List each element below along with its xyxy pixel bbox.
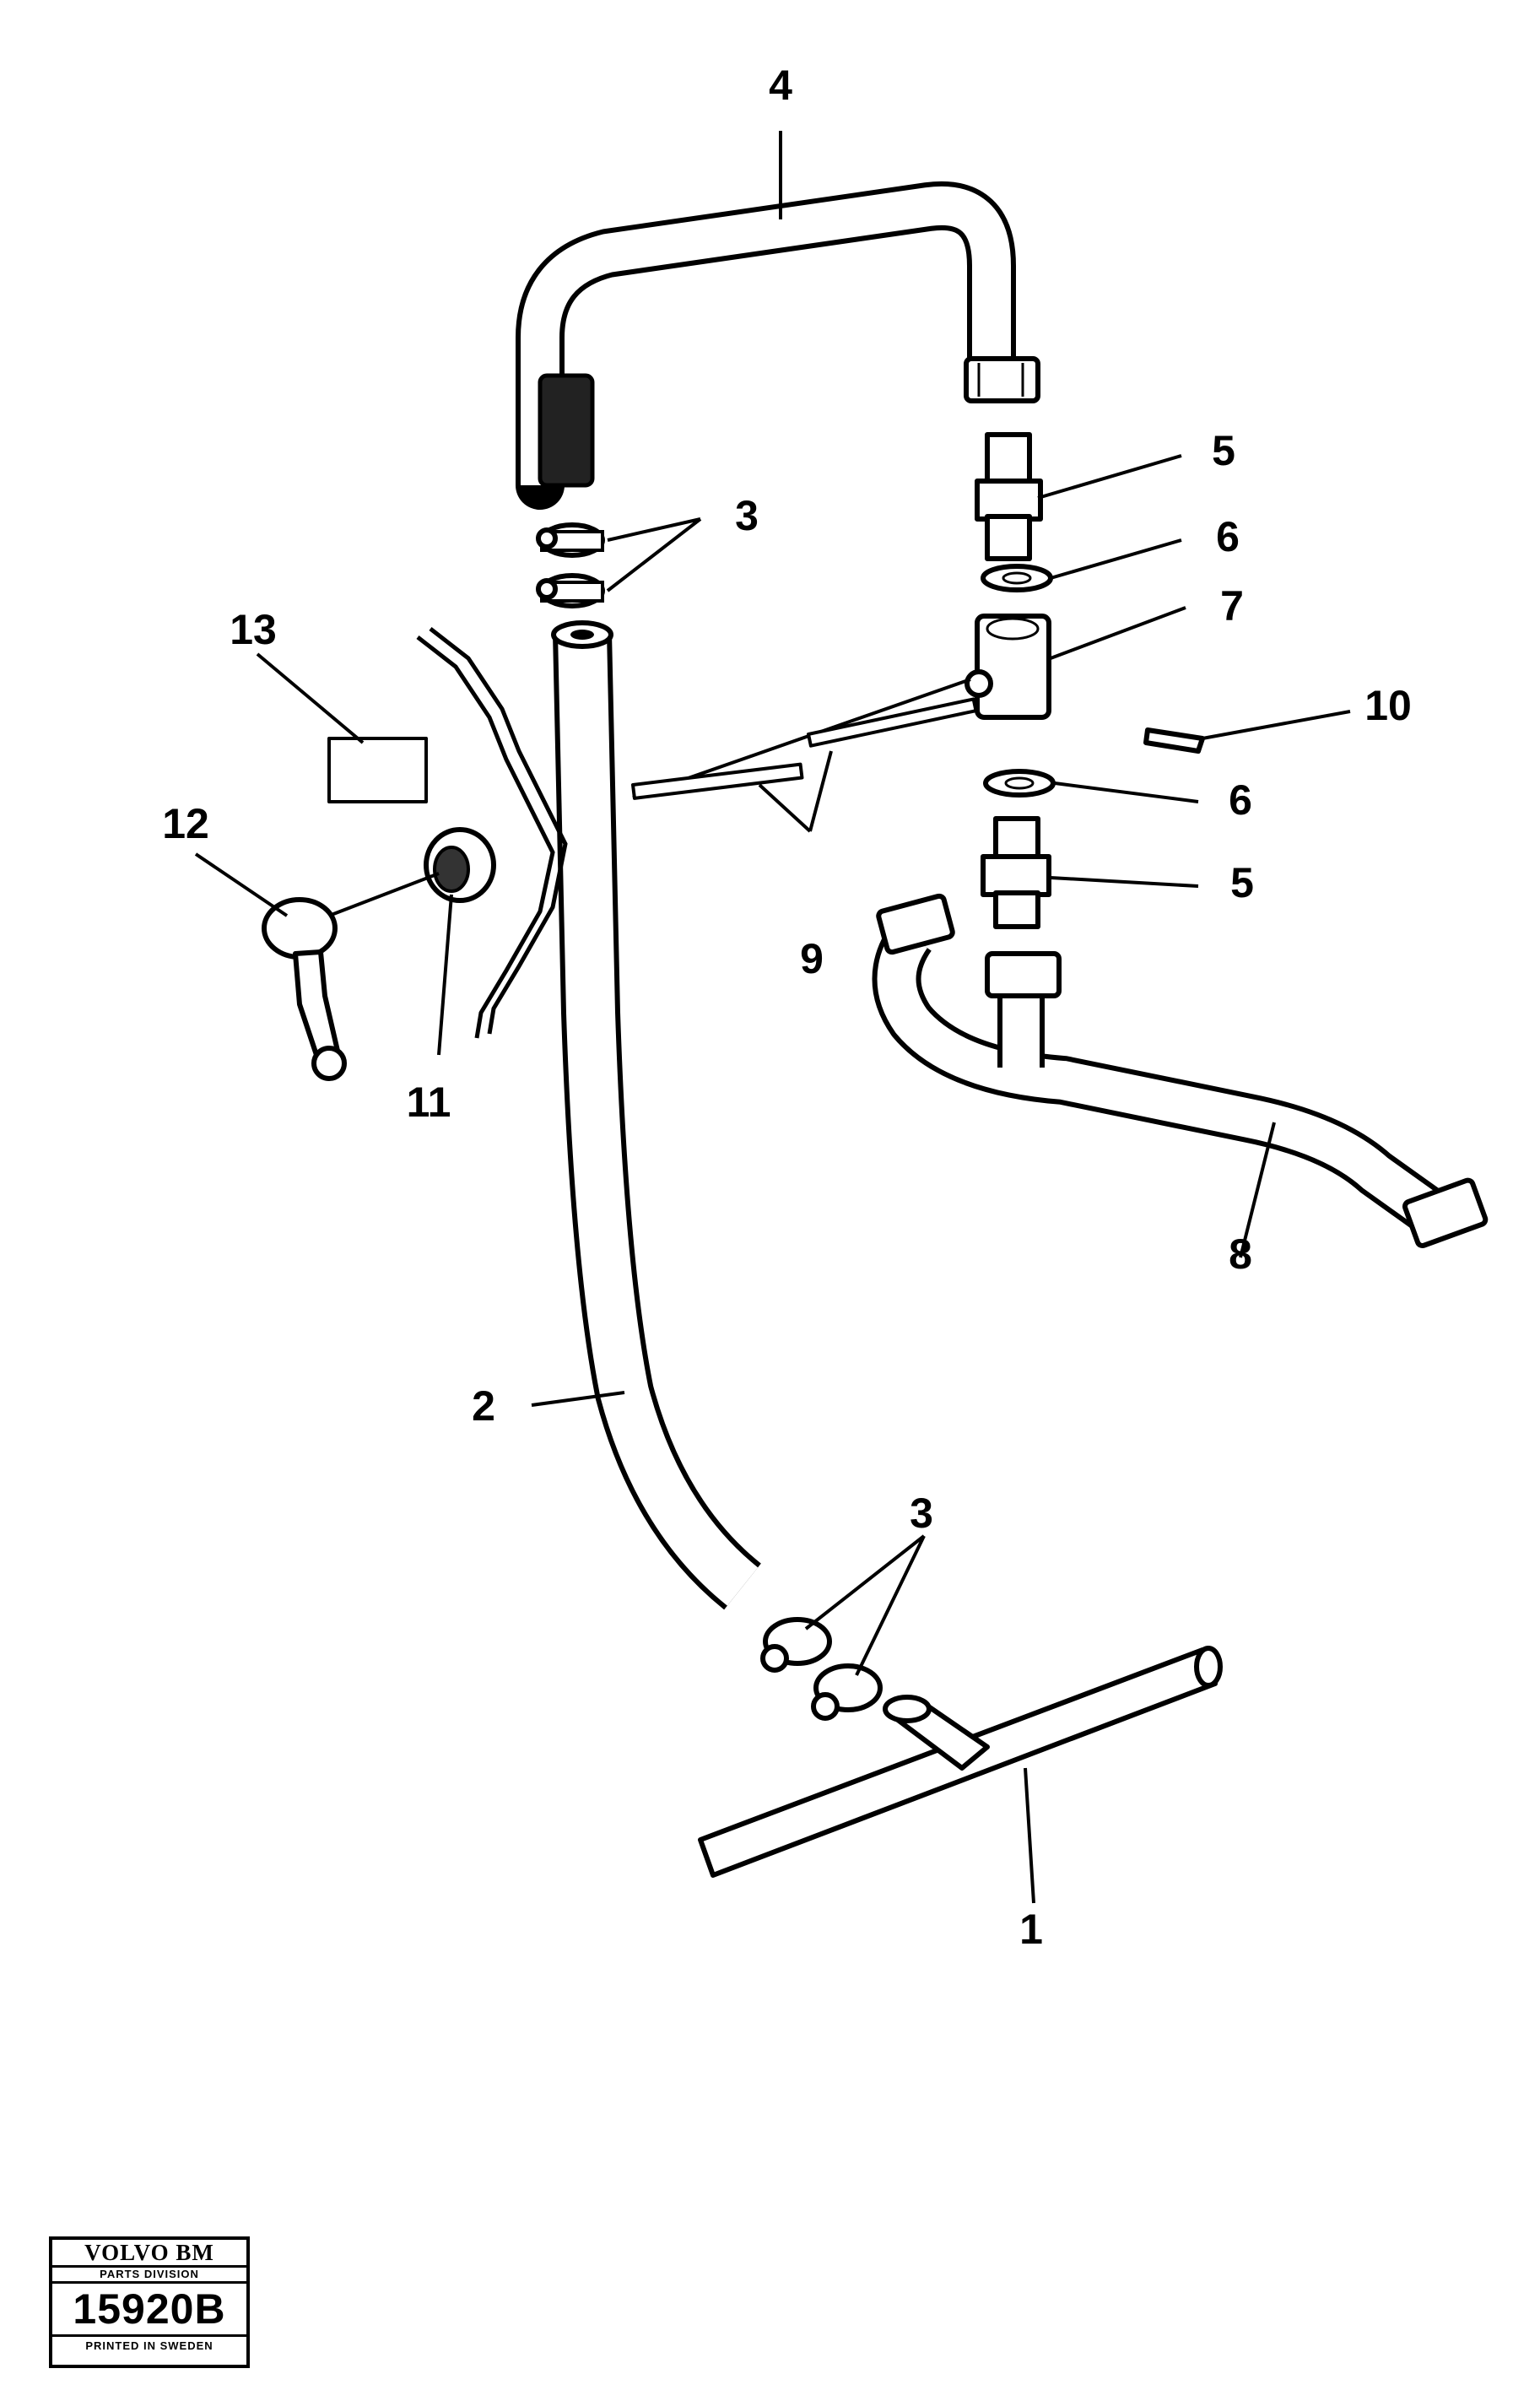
callout-5-top: 5	[1212, 427, 1235, 474]
stamp-number: 15920B	[52, 2284, 246, 2337]
part-3-hose-clamps-bottom	[760, 1617, 883, 1721]
panel-edge	[416, 627, 568, 1039]
part-13-label-plate	[327, 737, 428, 803]
callout-3-bottom: 3	[910, 1490, 933, 1537]
part-6-washer-top	[981, 564, 1053, 592]
part-6-washer-bottom	[983, 769, 1056, 798]
part-3-hose-clamps-top	[536, 522, 605, 608]
callout-3-top: 3	[735, 492, 759, 539]
volvo-bm-stamp: VOLVO BM PARTS DIVISION 15920B PRINTED I…	[49, 2236, 250, 2368]
leader-lines	[194, 131, 1351, 1904]
callout-2: 2	[472, 1382, 495, 1430]
callout-8: 8	[1229, 1230, 1252, 1278]
part-7-tee	[965, 614, 1051, 720]
stamp-brand: VOLVO BM	[52, 2240, 246, 2268]
part-9-rod	[631, 678, 978, 800]
callout-6-bottom: 6	[1229, 776, 1252, 824]
part-11-knob-nut	[424, 827, 496, 903]
part-10-pin	[1143, 727, 1205, 754]
stamp-footer: PRINTED IN SWEDEN	[85, 2339, 213, 2352]
callout-6-top: 6	[1216, 513, 1240, 560]
callout-1: 1	[1019, 1906, 1043, 1953]
part-1-pipe-with-spigot	[698, 1646, 1223, 1878]
stamp-division: PARTS DIVISION	[52, 2268, 246, 2284]
part-8-outlet-pipe	[872, 893, 1489, 1248]
callout-7: 7	[1220, 582, 1244, 630]
callout-labels: 4 3 5 6 7 10 6 5 9 8 2 3 1 13 12 11	[162, 62, 1412, 1953]
part-4-bent-pipe	[516, 181, 1040, 510]
callout-12: 12	[162, 800, 209, 847]
part-5-nipple-bottom	[981, 816, 1051, 929]
callout-5-bottom: 5	[1230, 859, 1254, 906]
part-2-hose	[551, 620, 762, 1610]
callout-11: 11	[407, 1079, 451, 1126]
part-12-handle	[262, 897, 347, 1081]
callout-4: 4	[769, 62, 792, 109]
part-5-nipple-top	[975, 432, 1043, 561]
callout-9: 9	[800, 935, 824, 982]
callout-10: 10	[1364, 682, 1412, 729]
callout-13: 13	[230, 606, 277, 653]
